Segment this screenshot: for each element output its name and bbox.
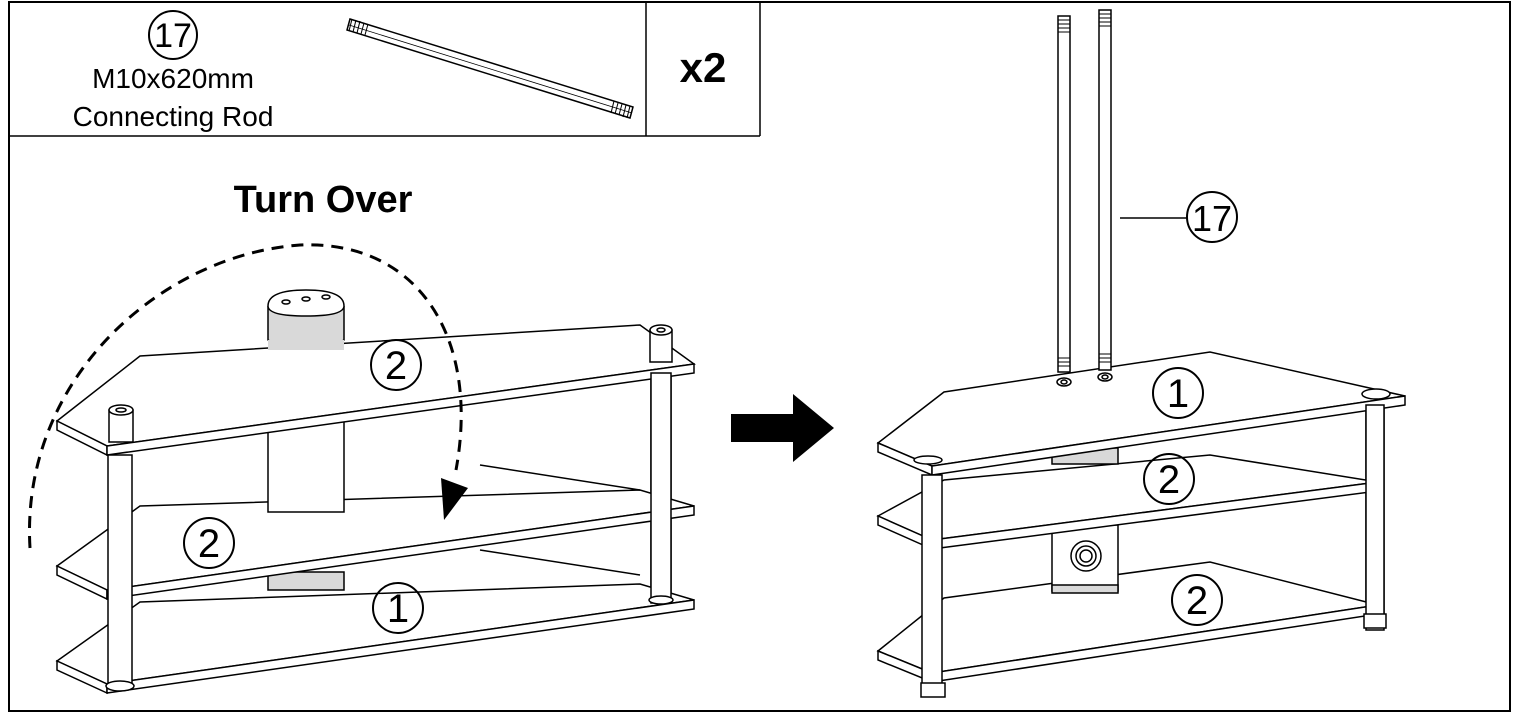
after-top-shelf-label: 1 xyxy=(1167,372,1189,416)
part-size: M10x620mm xyxy=(92,63,254,94)
next-step-arrow xyxy=(731,394,834,462)
connecting-rod-illustration xyxy=(346,18,634,119)
after-bottom-shelf xyxy=(876,561,1379,684)
before-labels: 2 2 1 xyxy=(183,339,424,634)
post-cap xyxy=(108,324,673,443)
middle-shelf xyxy=(55,464,695,601)
turn-over-arrow xyxy=(28,243,468,549)
after-middle-shelf-label: 2 xyxy=(1158,458,1180,502)
rod-callout: 17 xyxy=(1192,198,1232,239)
after-top-shelf xyxy=(876,351,1406,477)
bottom-shelf xyxy=(55,583,695,695)
top-shelf xyxy=(55,324,696,457)
after-view xyxy=(876,9,1406,698)
before-bottom-shelf-label: 1 xyxy=(387,587,409,631)
front-left-post xyxy=(107,454,133,684)
tv-bracket-block xyxy=(267,289,345,350)
center-bracket xyxy=(267,419,345,513)
after-bottom-shelf-label: 2 xyxy=(1186,579,1208,623)
before-view xyxy=(55,289,696,695)
after-center-bracket xyxy=(1051,524,1119,594)
part-number: 17 xyxy=(154,17,192,55)
part-number-circle xyxy=(148,10,198,60)
step-instruction: Turn Over xyxy=(234,179,413,221)
before-middle-shelf-label: 2 xyxy=(198,522,220,566)
after-labels: 17 1 2 2 xyxy=(1143,191,1238,626)
before-top-shelf-label: 2 xyxy=(385,344,407,388)
part-name: Connecting Rod xyxy=(73,101,274,132)
installed-connecting-rods xyxy=(1056,9,1113,387)
parts-box: 17 M10x620mm Connecting Rod x2 xyxy=(9,2,761,137)
quantity: x2 xyxy=(680,44,727,91)
